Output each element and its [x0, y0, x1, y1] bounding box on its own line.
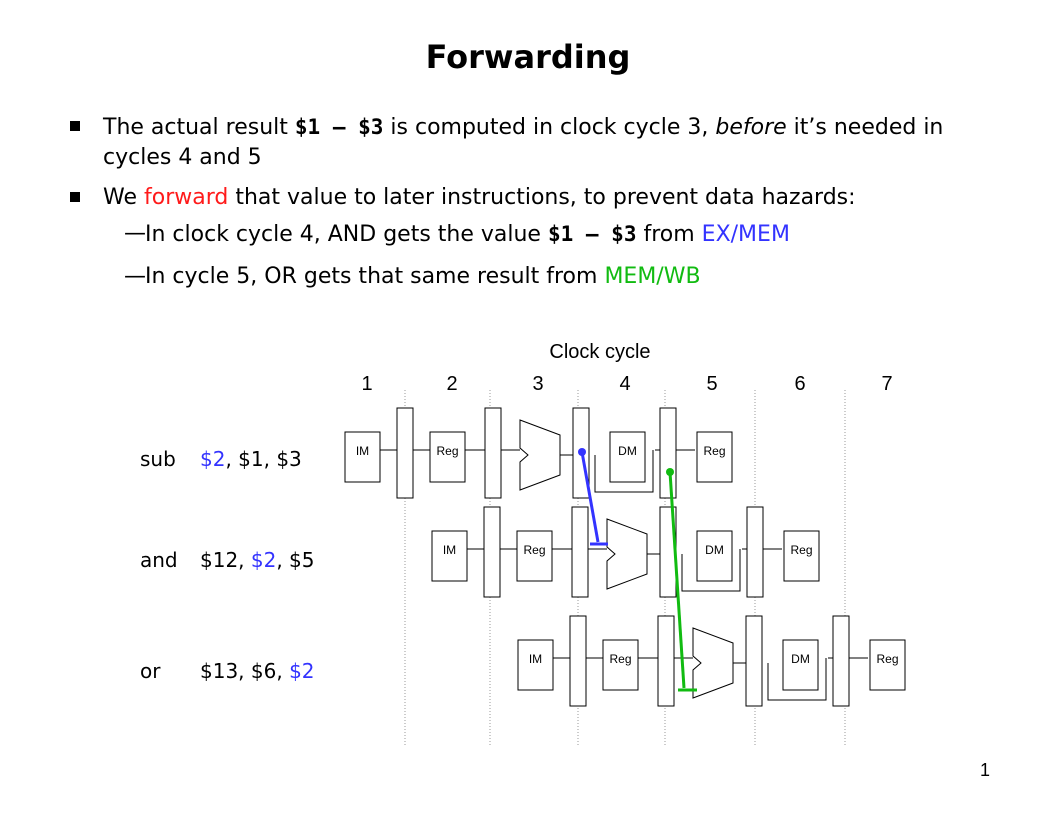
dm-box: [782, 639, 819, 691]
text: it’s needed in cycles 4 and 5: [103, 115, 944, 170]
pipeline-register: [659, 407, 677, 499]
text: from: [636, 222, 702, 247]
pipeline-register: [832, 615, 850, 707]
instruction-and: and $12, $2, $5: [140, 548, 315, 572]
square-bullet-icon: [70, 192, 80, 202]
text: We: [103, 185, 144, 210]
emphasis: before: [715, 115, 787, 140]
im-label: IM: [356, 444, 369, 458]
dash-marker: —: [124, 221, 146, 246]
pipeline-register: [657, 615, 675, 707]
code-expression: $1 – $3: [547, 222, 637, 246]
reg-box: [429, 431, 466, 483]
pipeline-register: [484, 407, 502, 499]
code-expression: $1 – $3: [294, 115, 384, 139]
im-box: [517, 639, 554, 691]
pipeline-register: [483, 506, 501, 598]
memwb-forward-dot: [666, 468, 674, 476]
dm-label: DM: [791, 652, 810, 666]
opcode: and: [140, 548, 178, 572]
text: is computed in clock cycle 3,: [383, 115, 716, 140]
reg-box: [516, 530, 553, 582]
forward-keyword: forward: [144, 185, 229, 210]
pipeline-row: IM Reg DM Reg: [517, 615, 906, 707]
cycle-number: 5: [706, 373, 717, 395]
reg-label: Reg: [703, 444, 725, 458]
wire: [767, 658, 827, 701]
operand: , $5: [276, 548, 315, 572]
cycle-number: 1: [361, 373, 372, 395]
operand: $2: [200, 447, 226, 471]
alu-shape: [692, 627, 734, 699]
text: The actual result: [103, 115, 295, 140]
bullet-list: The actual result $1 – $3 is computed in…: [70, 112, 990, 304]
pipeline-register: [746, 506, 764, 598]
dm-box: [609, 431, 646, 483]
pipeline-register: [571, 506, 589, 598]
reg-label: Reg: [609, 652, 631, 666]
exmem-forward-arrow: [580, 451, 600, 543]
cycle-number: 6: [794, 373, 805, 395]
reg-box: [783, 530, 820, 582]
dm-box: [696, 530, 733, 582]
operand: $2: [289, 659, 315, 683]
reg-box: [869, 639, 906, 691]
text: In clock cycle 4, AND gets the value: [145, 222, 548, 247]
pipeline-row: IM Reg DM Reg: [431, 506, 820, 598]
page-number: 1: [980, 760, 991, 780]
im-box: [344, 431, 381, 483]
dash-marker: —: [124, 264, 146, 289]
memwb-label: MEM/WB: [604, 264, 701, 289]
bullet-forward: We forward that value to later instructi…: [70, 183, 990, 213]
cycle-number: 3: [532, 373, 543, 395]
text: that value to later instructions, to pre…: [228, 185, 856, 210]
wire: [681, 549, 741, 592]
operand: $12,: [200, 548, 251, 572]
operand: $13, $6,: [200, 659, 290, 683]
exmem-label: EX/MEM: [701, 222, 790, 247]
cycle-number: 7: [881, 373, 892, 395]
alu-shape: [519, 419, 561, 491]
reg-label: Reg: [790, 543, 812, 557]
reg-label: Reg: [436, 444, 458, 458]
reg-box: [696, 431, 733, 483]
cycle-number: 4: [619, 373, 630, 395]
dm-label: DM: [618, 444, 637, 458]
reg-label: Reg: [523, 543, 545, 557]
clock-cycle-label: Clock cycle: [549, 341, 650, 363]
sub-bullet-or: — In cycle 5, OR gets that same result f…: [70, 262, 990, 292]
cycle-number: 2: [446, 373, 457, 395]
pipeline-register: [569, 615, 587, 707]
operand: , $1, $3: [225, 447, 302, 471]
instruction-sub: sub $2, $1, $3: [140, 447, 302, 471]
wire: [594, 450, 654, 493]
memwb-forward-arrow: [668, 471, 686, 689]
reg-box: [602, 639, 639, 691]
instruction-or: or $13, $6, $2: [140, 659, 315, 683]
text: In cycle 5, OR gets that same result fro…: [145, 264, 605, 289]
opcode: or: [140, 659, 161, 683]
slide-title: Forwarding: [425, 38, 631, 76]
forwarding-paths: [578, 448, 697, 692]
pipeline-row: IM Reg DM Reg: [344, 407, 733, 499]
square-bullet-icon: [70, 121, 80, 131]
im-label: IM: [529, 652, 542, 666]
operand: $2: [250, 548, 277, 572]
exmem-forward-dot: [578, 448, 586, 456]
im-box: [431, 530, 468, 582]
pipeline-register: [396, 407, 414, 499]
im-label: IM: [443, 543, 456, 557]
cycle-numbers: 1 2 3 4 5 6 7: [361, 373, 892, 395]
bullet-result-computed: The actual result $1 – $3 is computed in…: [70, 112, 990, 173]
dm-label: DM: [705, 543, 724, 557]
alu-shape: [606, 518, 648, 590]
opcode: sub: [140, 447, 176, 471]
reg-label: Reg: [876, 652, 898, 666]
sub-bullet-and: — In clock cycle 4, AND gets the value $…: [70, 219, 990, 250]
pipeline-register: [745, 615, 763, 707]
